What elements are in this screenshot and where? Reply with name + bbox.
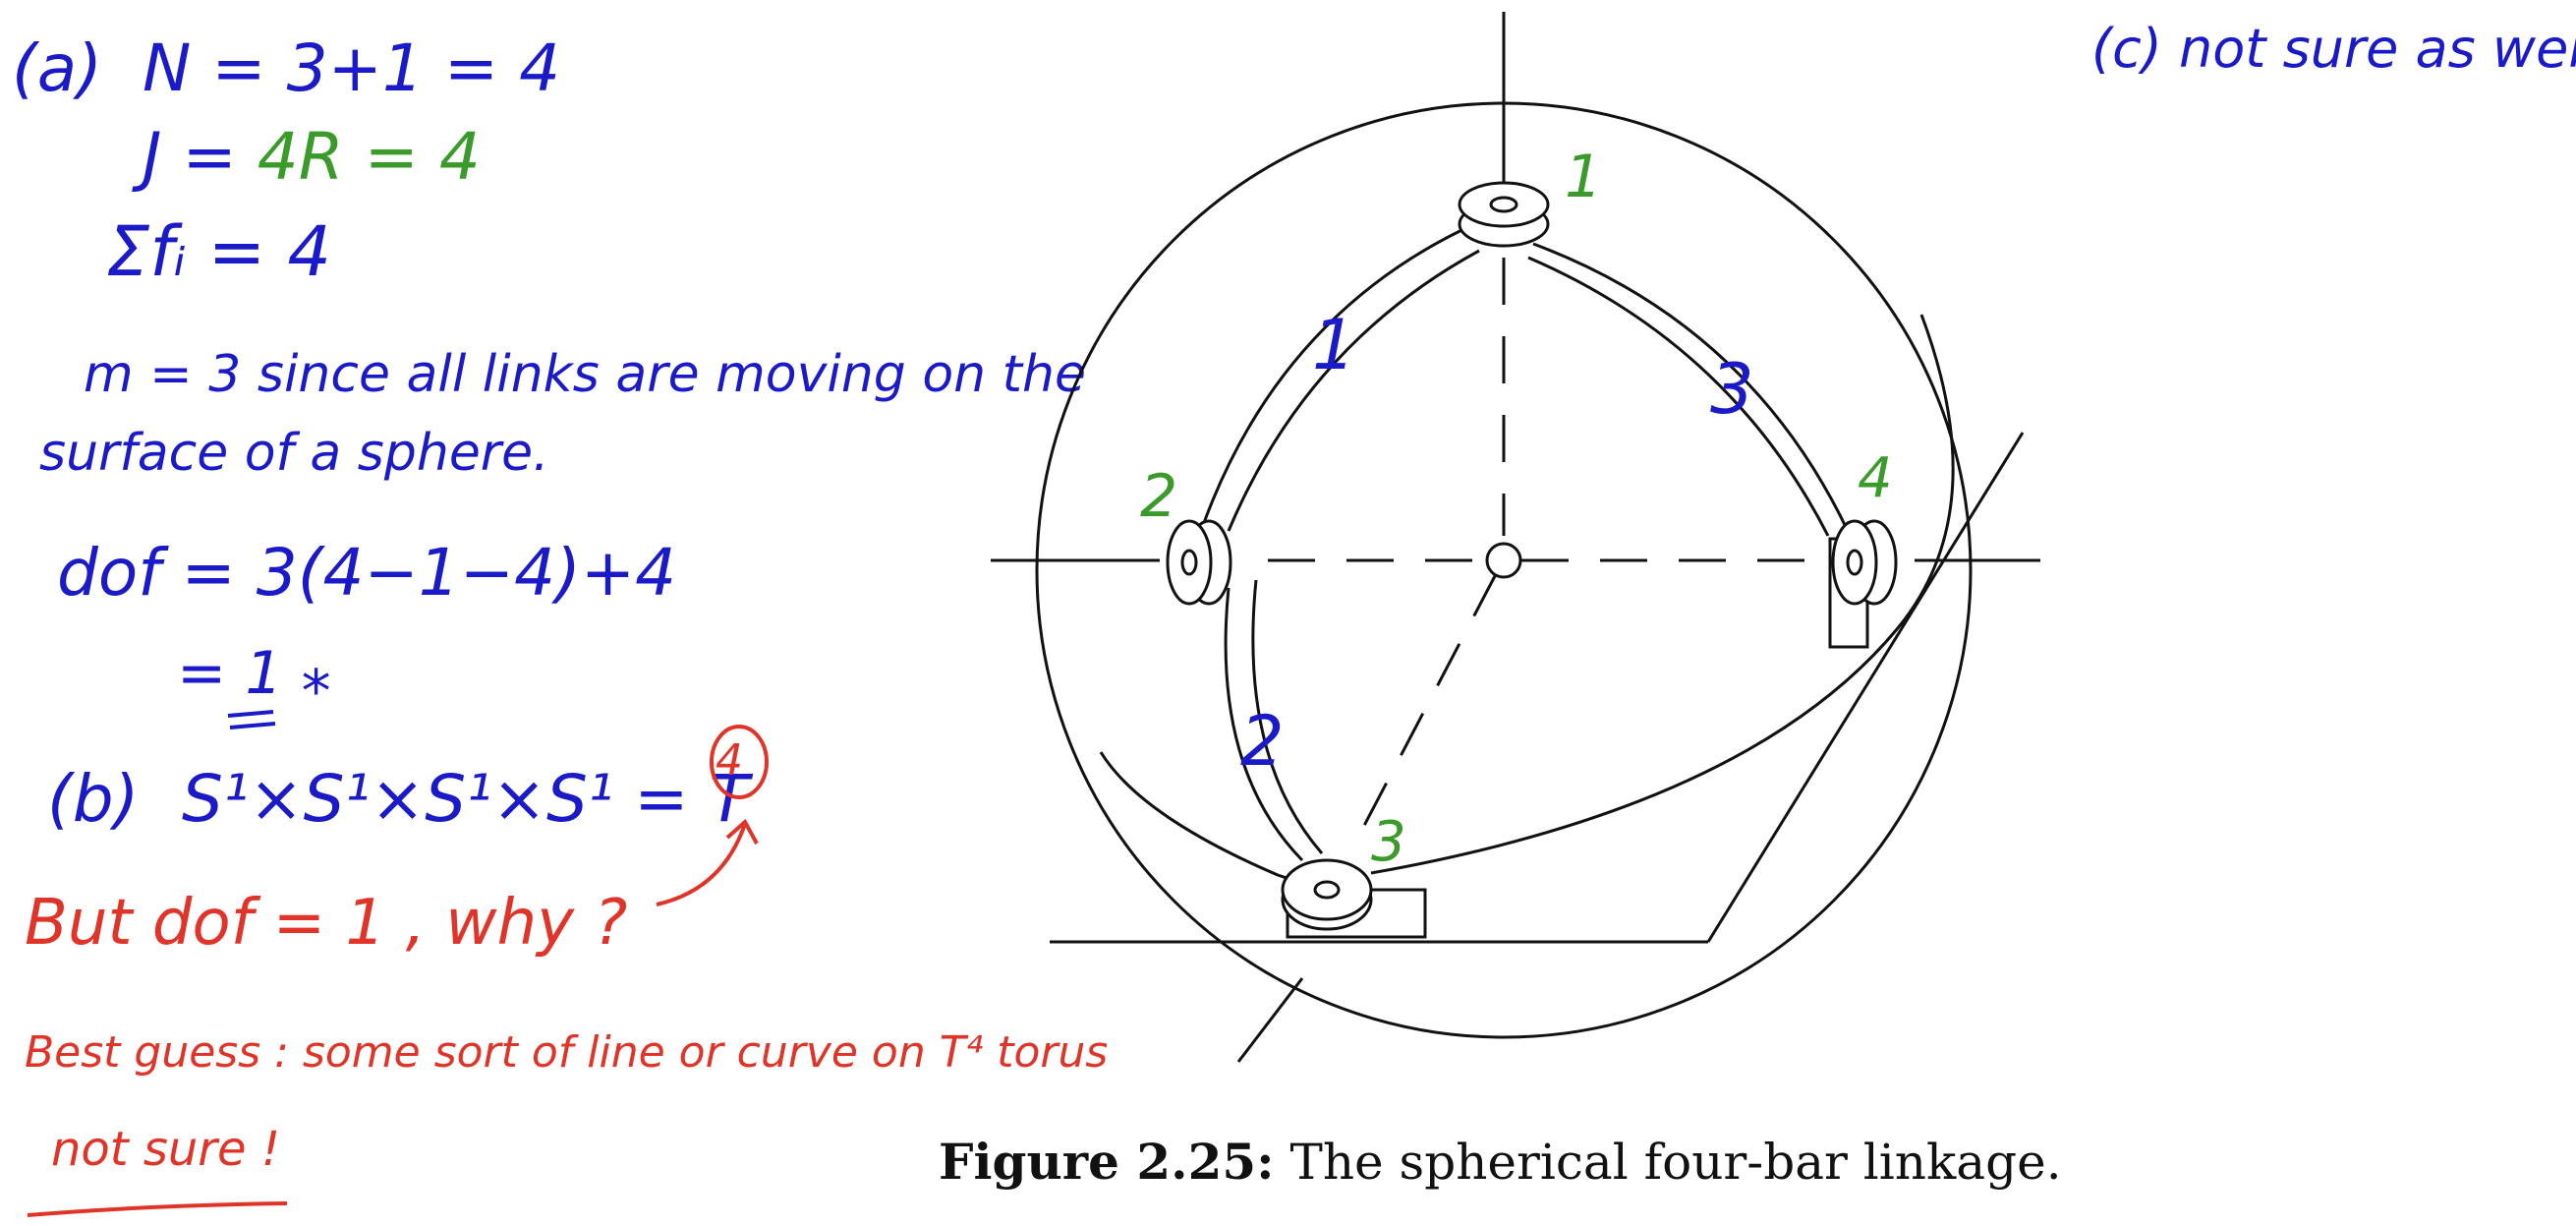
part-b-label: (b) [47, 761, 139, 837]
link-label-2: 2 [1240, 701, 1285, 782]
link-2-inner-edge [1251, 579, 1324, 854]
notes-part-b: (b) S¹×S¹×S¹×S¹ = T 4 But dof = 1 , why … [25, 725, 1108, 1217]
torus-formula: S¹×S¹×S¹×S¹ = T [182, 761, 754, 837]
joint-label-4: 4 [1858, 446, 1893, 510]
not-sure-note: not sure ! [51, 1122, 280, 1177]
joint-2 [1166, 519, 1232, 606]
joint-3 [1281, 858, 1427, 939]
n-equation: N = 3+1 = 4 [143, 30, 560, 106]
dof-equation: dof = 3(4−1−4)+4 [57, 535, 676, 611]
link-label-3: 3 [1710, 349, 1754, 430]
linkage-figure [991, 12, 2040, 1063]
dof-result: = 1 ⁎ [177, 639, 331, 708]
not-sure-underline [27, 1201, 288, 1217]
joint-label-1: 1 [1565, 143, 1602, 211]
arrow-head [725, 818, 759, 845]
diagonal-axis-tail [1236, 977, 1304, 1063]
sphere-center [1485, 542, 1522, 579]
link-3-inner-edge [1527, 256, 1830, 537]
link-1-outer-edge [1199, 222, 1475, 532]
arc-joint2-to-joint3-outer [1099, 751, 1318, 892]
joint-label-2: 2 [1140, 462, 1177, 531]
link-2-outer-edge [1224, 587, 1304, 862]
joint-4 [1828, 519, 1898, 649]
figure-caption: Figure 2.25: The spherical four-bar link… [939, 1133, 2062, 1191]
part-c-note: (c) not sure as well. [2091, 18, 2576, 80]
ground-plane-side-edge [1706, 432, 2025, 943]
arrow-shaft [656, 823, 747, 906]
j-equation: J = 4R = 4 [132, 119, 481, 195]
link-3-outer-edge [1532, 242, 1850, 532]
m-explanation-line1: m = 3 since all links are moving on the [84, 345, 1086, 404]
link-label-1: 1 [1312, 305, 1356, 385]
dof-question: But dof = 1 , why ? [25, 887, 627, 960]
best-guess: Best guess : some sort of line or curve … [25, 1027, 1108, 1078]
link-1-inner-edge [1227, 249, 1480, 532]
diagonal-axis-dashed [1354, 573, 1498, 842]
notes-part-a: (a) N = 3+1 = 4 J = 4R = 4 Σfᵢ = 4 m = 3… [12, 30, 1086, 730]
m-explanation-line2: surface of a sphere. [39, 424, 549, 483]
arc-joint4-to-joint3 [1370, 314, 1955, 875]
figure-title: The spherical four-bar linkage. [1274, 1134, 2062, 1191]
j-green-term: 4R = 4 [258, 119, 481, 195]
exponent-circle-mark [710, 725, 769, 799]
joint-1 [1458, 181, 1550, 248]
torus-exponent: 4 [716, 735, 743, 786]
figure-number: Figure 2.25: [939, 1133, 1275, 1191]
j-prefix: J = [132, 119, 258, 195]
part-a-label: (a) [12, 30, 102, 106]
sphere-outline [1035, 101, 1973, 1039]
double-underline-mark [227, 710, 276, 730]
joint-label-3: 3 [1371, 810, 1406, 874]
sum-f-equation: Σfᵢ = 4 [106, 211, 331, 292]
